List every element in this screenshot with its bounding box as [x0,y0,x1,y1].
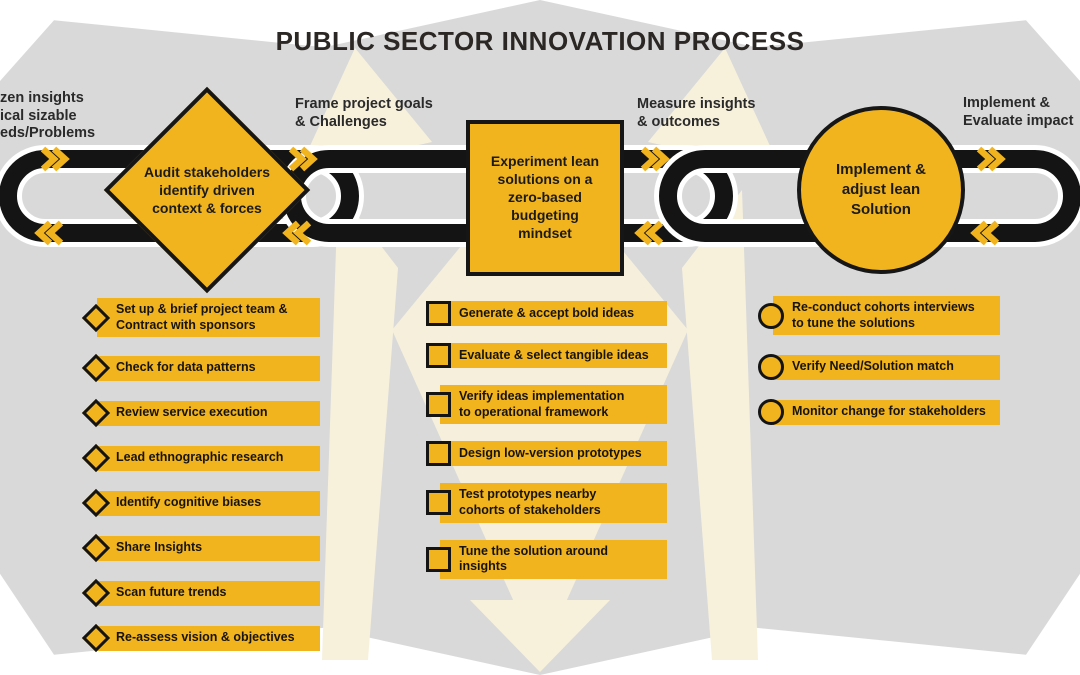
station-implement-circle: Implement & adjust lean Solution [797,106,965,274]
page-title: PUBLIC SECTOR INNOVATION PROCESS [275,26,805,56]
lion-right-ear [648,48,782,172]
lion-chin [470,600,610,672]
task-label: Set up & brief project team & Contract w… [97,298,320,338]
phase-label-measure-insights: Measure insights & outcomes [637,96,756,130]
list-item: Verify ideas implementation to operation… [426,385,667,425]
square-bullet-icon [426,301,451,326]
list-item: Test prototypes nearby cohorts of stakeh… [426,483,667,523]
square-bullet-icon [426,441,451,467]
list-item: Verify Need/Solution match [758,354,1000,381]
task-label: Share Insights [97,535,320,561]
list-item: Share Insights [81,534,320,563]
list-item: Scan future trends [81,579,320,608]
list-item: Set up & brief project team & Contract w… [81,298,320,338]
list-item: Tune the solution around insights [426,539,667,579]
phase-label-frame-goals: Frame project goals & Challenges [295,96,433,130]
lion-mane-right [682,190,758,660]
chevron-left-icon [970,220,1000,246]
list-item: Re-conduct cohorts interviews to tune th… [758,296,1000,336]
square-bullet-icon [426,546,451,572]
task-column-audit: Set up & brief project team & Contract w… [81,298,320,653]
phase-label-citizen-insights: zen insights ical sizable eds/Problems [0,90,96,142]
chevron-left-icon [34,220,64,246]
chevron-right-icon [976,146,1006,172]
chevron-left-icon [282,220,312,246]
chevron-left-icon [634,220,664,246]
list-item: Design low-version prototypes [426,441,667,467]
task-label: Check for data patterns [97,355,320,381]
circle-bullet-icon [758,354,784,381]
list-item: Evaluate & select tangible ideas [426,343,667,368]
task-label: Lead ethnographic research [97,445,320,471]
task-label: Identify cognitive biases [97,490,320,516]
square-bullet-icon [426,392,451,418]
task-label: Review service execution [97,400,320,426]
list-item: Identify cognitive biases [81,489,320,518]
task-label: Verify ideas implementation to operation… [440,385,667,425]
list-item: Check for data patterns [81,354,320,383]
task-column-experiment: Generate & accept bold ideas Evaluate & … [426,301,667,579]
square-bullet-icon [426,343,451,368]
phase-label-implement-evaluate: Implement & Evaluate impact [963,95,1074,129]
lion-left-ear [298,48,432,172]
list-item: Lead ethnographic research [81,444,320,473]
task-label: Scan future trends [97,580,320,606]
circle-bullet-icon [758,399,784,426]
chevron-right-icon [288,146,318,172]
square-bullet-icon [426,490,451,516]
task-column-implement: Re-conduct cohorts interviews to tune th… [758,296,1000,426]
task-label: Generate & accept bold ideas [440,301,667,326]
lion-mane-left [322,190,398,660]
chevron-right-icon [40,146,70,172]
chevron-right-icon [640,146,670,172]
station-audit-label: Audit stakeholders identify driven conte… [143,163,271,217]
task-label: Re-assess vision & objectives [97,625,320,651]
task-label: Monitor change for stakeholders [773,399,1000,425]
task-label: Verify Need/Solution match [773,354,1000,380]
list-item: Re-assess vision & objectives [81,624,320,653]
list-item: Monitor change for stakeholders [758,399,1000,426]
list-item: Generate & accept bold ideas [426,301,667,326]
task-label: Evaluate & select tangible ideas [440,343,667,368]
station-implement-label: Implement & adjust lean Solution [835,160,926,219]
station-experiment-label: Experiment lean solutions on a zero-base… [490,153,600,241]
task-label: Test prototypes nearby cohorts of stakeh… [440,483,667,523]
list-item: Review service execution [81,399,320,428]
task-label: Tune the solution around insights [440,539,667,579]
station-experiment-square: Experiment lean solutions on a zero-base… [466,120,624,276]
task-label: Re-conduct cohorts interviews to tune th… [773,296,1000,336]
task-label: Design low-version prototypes [440,441,667,467]
station-audit-diamond: Audit stakeholders identify driven conte… [103,86,311,294]
circle-bullet-icon [758,302,784,329]
